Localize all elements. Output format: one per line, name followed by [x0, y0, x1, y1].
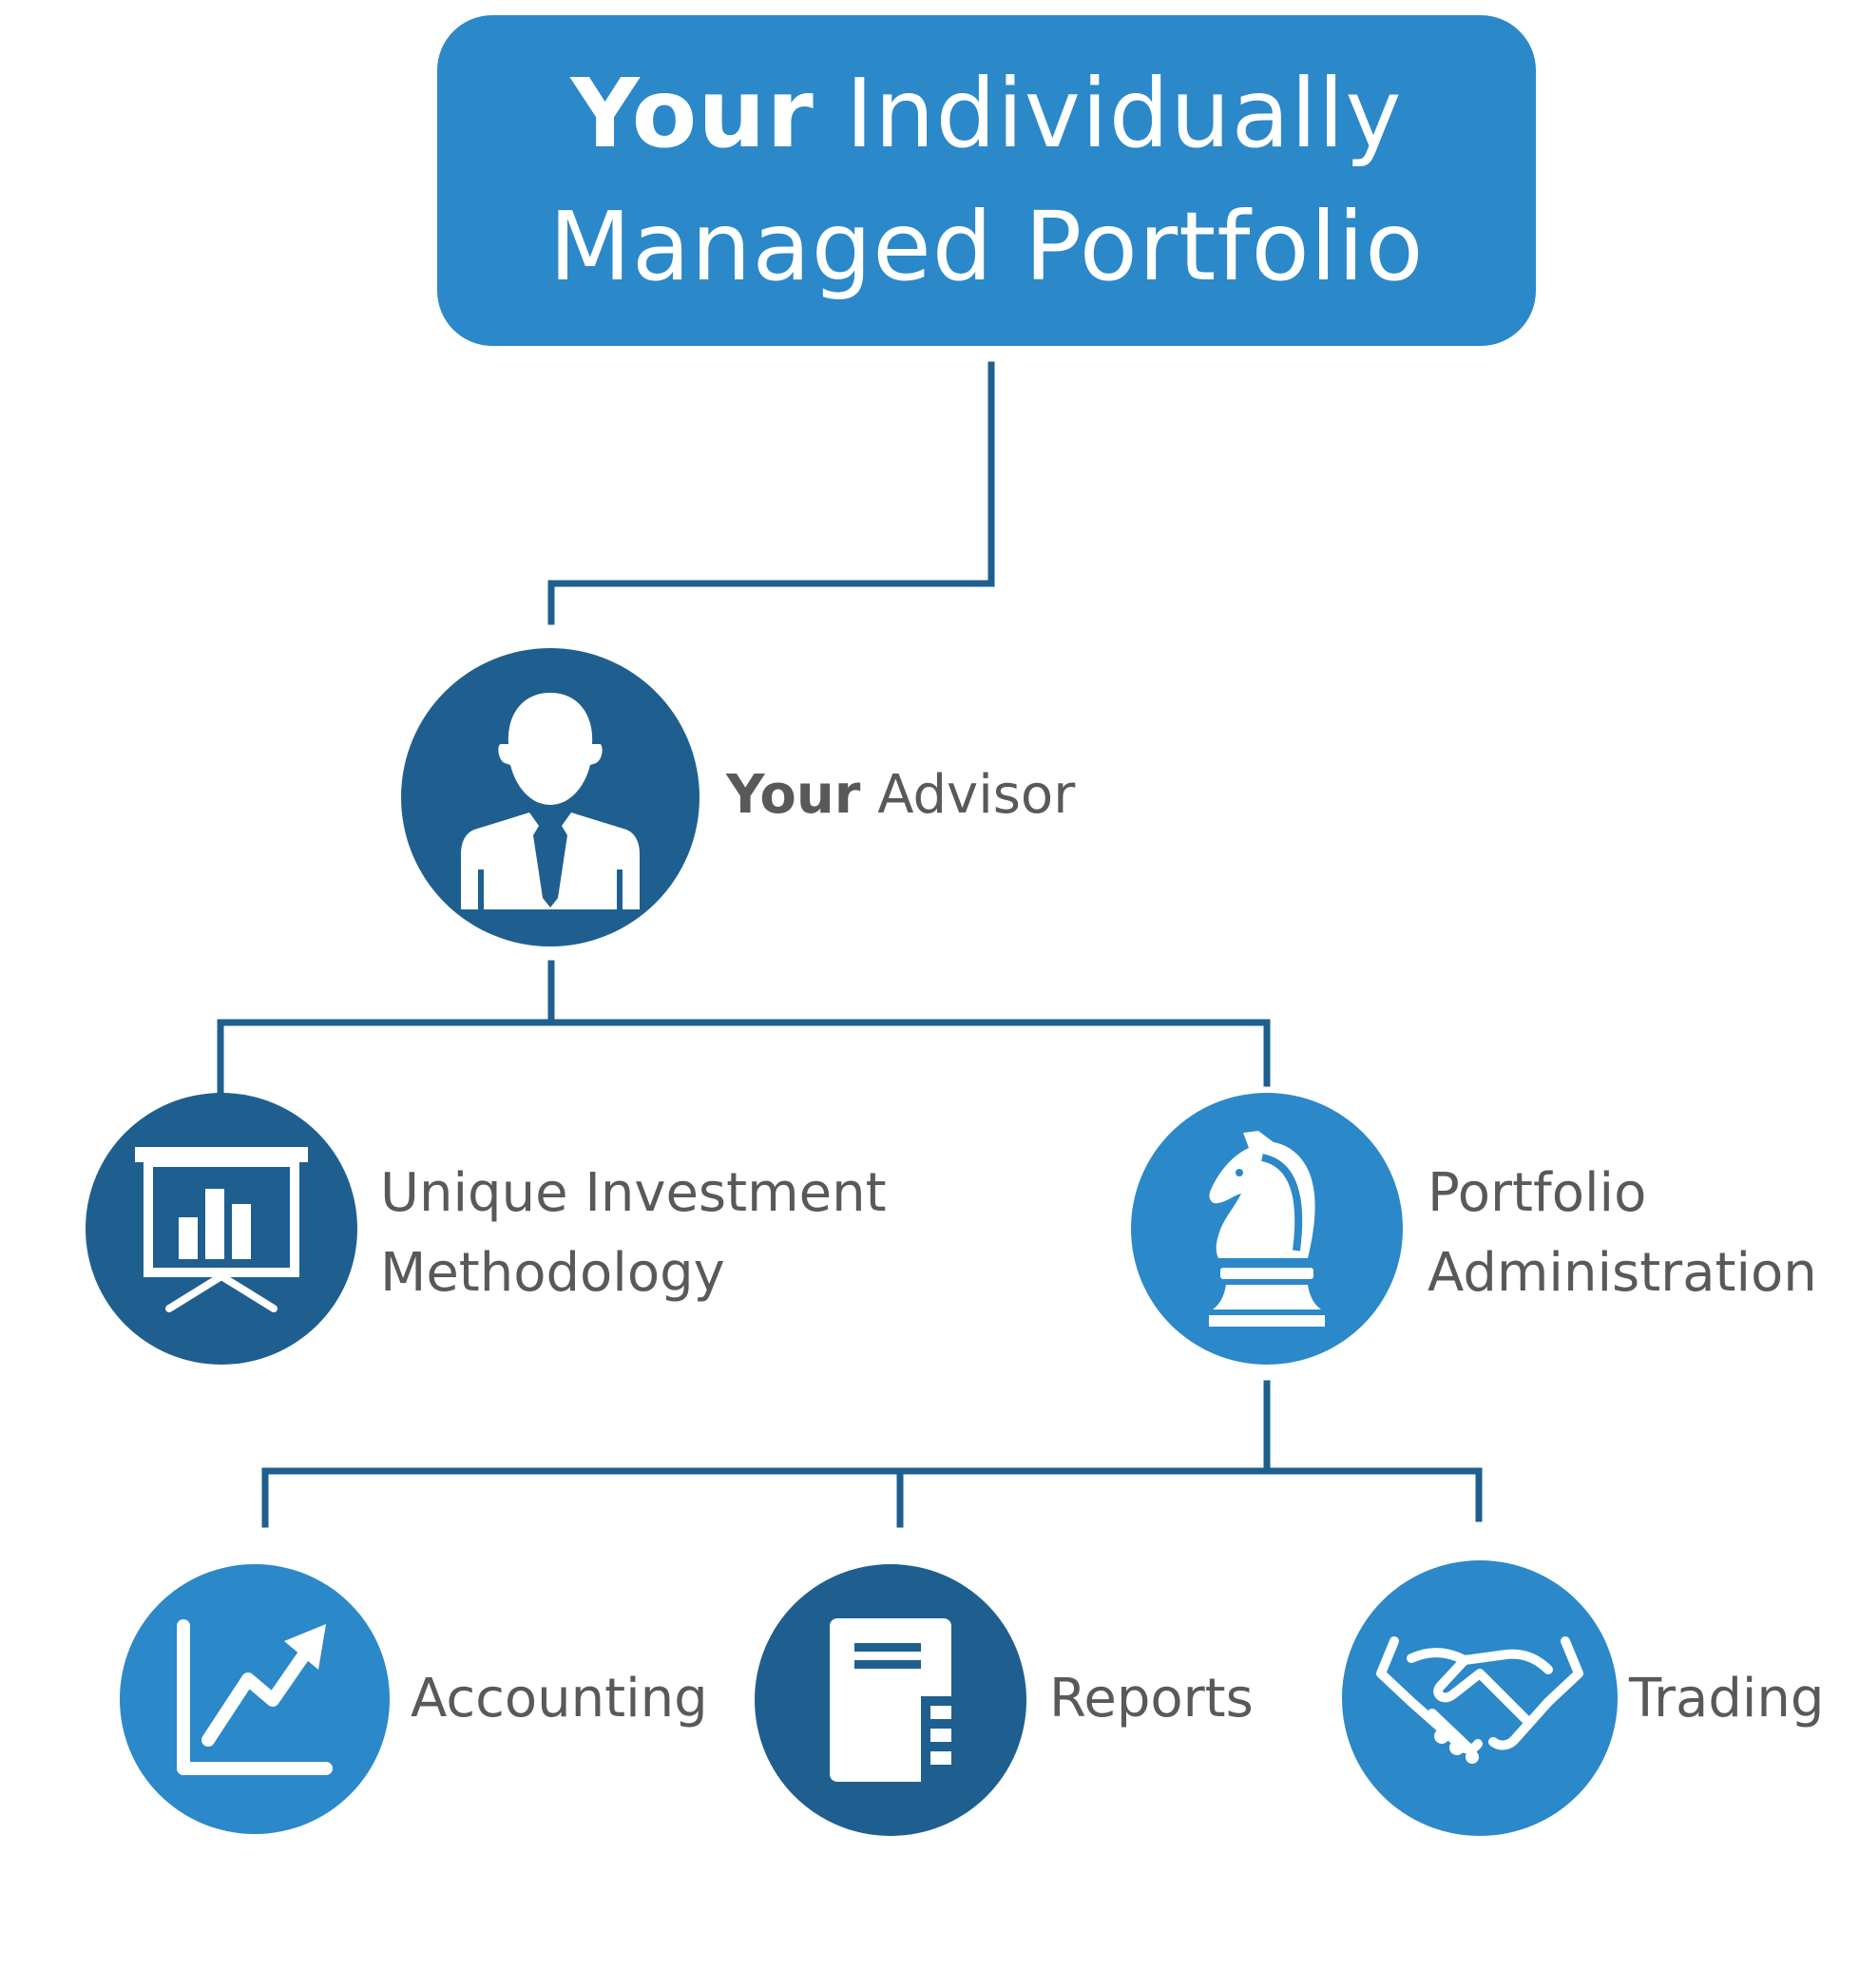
advisor-node [401, 648, 700, 946]
title-line-2: Managed Portfolio [548, 191, 1425, 302]
advisor-label-rest: Advisor [877, 764, 1076, 826]
reports-label: Reports [1049, 1659, 1254, 1739]
accounting-node [120, 1564, 390, 1834]
methodology-label: Unique Investment Methodology [380, 1154, 887, 1313]
businessman-icon [461, 693, 640, 909]
trading-node [1342, 1560, 1618, 1836]
methodology-label-line-2: Methodology [380, 1242, 725, 1304]
accounting-label-text: Accounting [411, 1668, 708, 1730]
title-box: Your Individually Managed Portfolio [437, 15, 1536, 346]
title-rest-word: Individually [845, 58, 1403, 169]
reports-label-text: Reports [1049, 1668, 1254, 1730]
methodology-label-line-1: Unique Investment [380, 1162, 887, 1224]
connector-title-to-advisor [547, 361, 995, 625]
growth-chart-icon [177, 1619, 333, 1775]
presentation-chart-icon [135, 1147, 308, 1312]
trading-label: Trading [1629, 1659, 1824, 1739]
handshake-icon [1376, 1636, 1583, 1764]
advisor-label: Your Advisor [726, 755, 1075, 835]
administration-label-line-1: Portfolio [1428, 1162, 1647, 1224]
connector-level3-branch [261, 1467, 1483, 1528]
accounting-label: Accounting [411, 1659, 708, 1739]
connector-level2-branch [217, 1019, 1271, 1097]
notebook-icon [830, 1618, 951, 1782]
title-line-1: Your Individually [570, 48, 1402, 181]
chess-knight-icon [1209, 1131, 1325, 1327]
administration-label: Portfolio Administration [1428, 1154, 1817, 1313]
methodology-node [86, 1093, 357, 1365]
administration-label-line-2: Administration [1428, 1242, 1817, 1304]
trading-label-text: Trading [1629, 1668, 1825, 1730]
reports-node [755, 1564, 1026, 1836]
administration-node [1131, 1093, 1403, 1365]
title-bold-word: Your [570, 58, 815, 169]
advisor-label-bold: Your [726, 764, 861, 826]
